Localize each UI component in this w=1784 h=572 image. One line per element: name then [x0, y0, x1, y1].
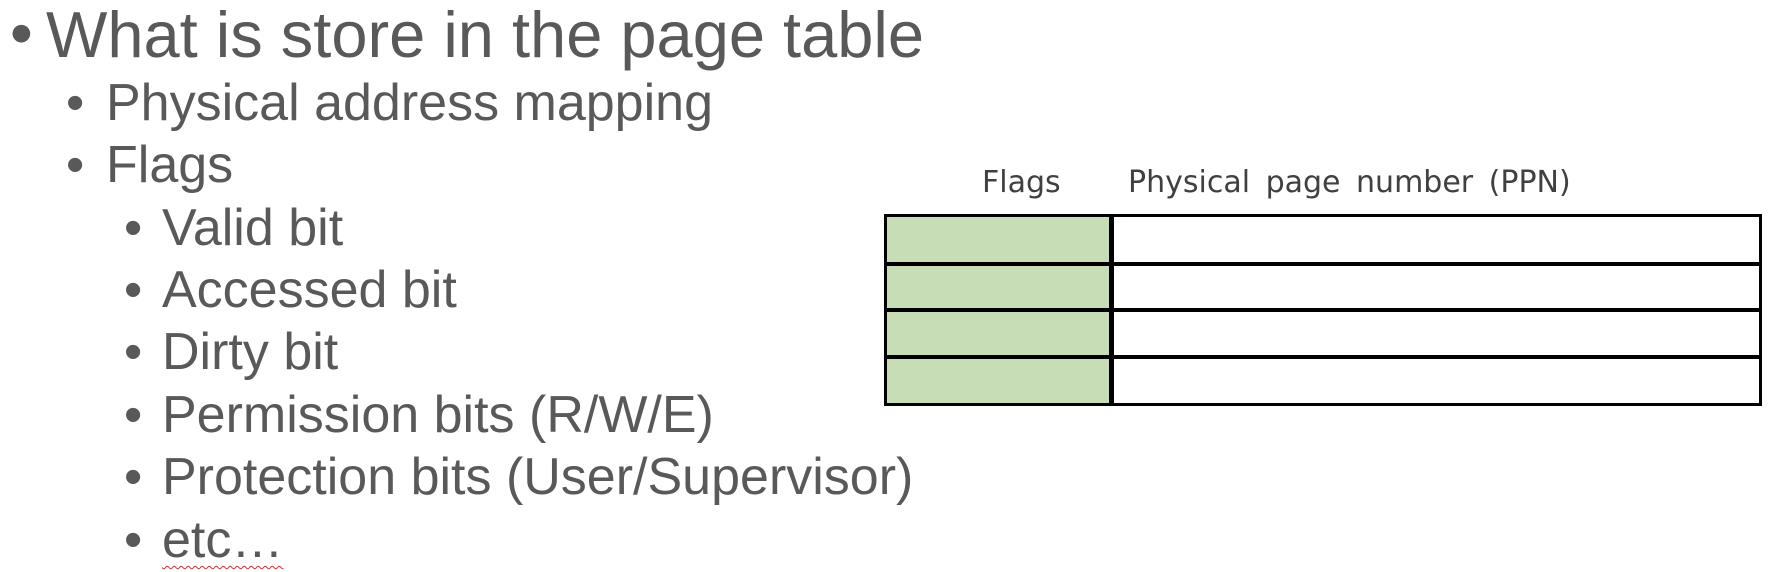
- page-table-ppn-cell: [1111, 310, 1759, 357]
- flag-valid-bit: Valid bit: [162, 199, 344, 257]
- bullet-dot: •: [66, 74, 85, 132]
- page-table-ppn-cell: [1111, 217, 1759, 264]
- table-header-ppn: Physical page number (PPN): [1128, 165, 1571, 200]
- page-table-flags-cell: [887, 263, 1111, 310]
- page-table-row: [887, 310, 1759, 357]
- bullet-dot: •: [124, 323, 143, 381]
- page-table-ppn-cell: [1111, 356, 1759, 403]
- page-table-column-divider: [1109, 217, 1114, 403]
- flag-dirty-bit: Dirty bit: [162, 323, 339, 381]
- page-table-row: [887, 217, 1759, 264]
- page-table-ppn-cell: [1111, 263, 1759, 310]
- flag-accessed-bit: Accessed bit: [162, 261, 457, 319]
- flag-etc: etc…: [162, 511, 284, 569]
- item-flags: Flags: [106, 136, 234, 194]
- page-table-flags-cell: [887, 217, 1111, 264]
- page-table-row-divider: [887, 261, 1759, 266]
- bullet-dot: •: [124, 511, 143, 569]
- page-table-row: [887, 263, 1759, 310]
- page-table-flags-cell: [887, 356, 1111, 403]
- bullet-dot: •: [124, 261, 143, 319]
- bullet-dot: •: [124, 386, 143, 444]
- bullet-dot: •: [124, 448, 143, 506]
- page-table-row-divider: [887, 308, 1759, 312]
- page-table: [884, 214, 1762, 406]
- slide-title: What is store in the page table: [46, 0, 925, 71]
- table-header-flags: Flags: [982, 165, 1061, 200]
- flag-permission-bits: Permission bits (R/W/E): [162, 386, 714, 444]
- bullet-dot: •: [124, 199, 143, 257]
- bullet-dot: •: [10, 0, 33, 69]
- flag-protection-bits: Protection bits (User/Supervisor): [162, 448, 914, 506]
- bullet-dot: •: [66, 136, 85, 194]
- page-table-flags-cell: [887, 310, 1111, 357]
- page-table-row: [887, 356, 1759, 403]
- page-table-row-divider: [887, 354, 1759, 359]
- item-physical-address-mapping: Physical address mapping: [106, 74, 713, 132]
